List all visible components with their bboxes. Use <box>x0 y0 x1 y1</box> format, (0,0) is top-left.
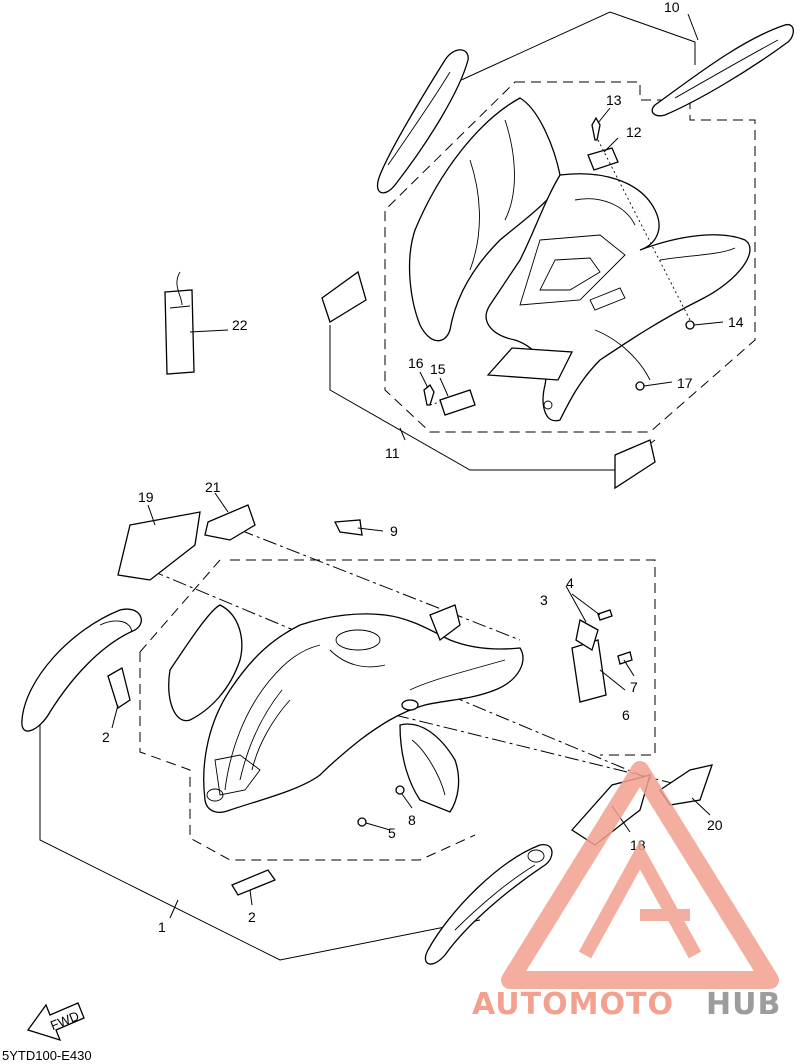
front-lower-inner-panel <box>399 723 460 813</box>
rear-small-decal-right <box>614 439 656 490</box>
callout-14: 14 <box>728 314 744 330</box>
nut-5 <box>357 817 367 827</box>
part-1-reference-line <box>39 720 481 961</box>
decal-2-upper <box>107 667 131 710</box>
callout-16: 16 <box>408 355 424 371</box>
decal-12 <box>587 147 619 171</box>
watermark-logo-triangle <box>501 761 779 989</box>
callout-22: 22 <box>232 317 248 333</box>
nut-8 <box>395 785 405 795</box>
callout-11: 11 <box>385 445 400 461</box>
fwd-arrow: FWD <box>26 1002 85 1042</box>
fwd-label: FWD <box>48 1008 81 1033</box>
diagram-code: 5YTD100-E430 <box>2 1048 92 1063</box>
callout-6: 6 <box>622 707 630 723</box>
front-left-decal-strip <box>21 608 142 732</box>
front-left-side-panel <box>168 604 243 722</box>
front-fender-body <box>203 613 524 813</box>
callout-4: 4 <box>566 575 574 591</box>
caution-tag-22 <box>164 271 195 375</box>
watermark-text-secondary: HUB <box>706 987 781 1022</box>
rear-fender-group <box>321 11 794 490</box>
callout-10: 10 <box>664 0 680 15</box>
rear-right-decal <box>651 23 794 117</box>
callout-7: 7 <box>630 679 638 695</box>
callout-2a: 2 <box>102 729 110 745</box>
decal-2-lower <box>231 869 277 896</box>
callout-13: 13 <box>606 92 622 108</box>
callout-17: 17 <box>677 375 693 391</box>
decal-9 <box>333 519 363 536</box>
screw-16 <box>423 384 435 406</box>
callout-8: 8 <box>408 812 416 828</box>
callout-12: 12 <box>626 124 642 140</box>
rear-small-decal-left <box>321 270 367 323</box>
screw-7 <box>617 651 633 665</box>
nut-17 <box>635 381 645 391</box>
decal-3 <box>575 618 599 652</box>
callout-1: 1 <box>158 919 166 935</box>
decal-21 <box>204 504 256 541</box>
callout-3: 3 <box>540 592 548 608</box>
decal-10-reference-line <box>434 11 696 93</box>
callout-20: 20 <box>707 817 723 833</box>
reference-line-19-21 <box>149 569 641 776</box>
screw-13 <box>591 116 601 141</box>
rear-dashed-boundary <box>384 81 756 433</box>
watermark: AUTOMOTO HUB <box>472 761 781 1022</box>
decal-15 <box>439 389 476 416</box>
nut-14 <box>685 320 695 330</box>
callout-5: 5 <box>388 825 396 841</box>
callout-9: 9 <box>390 523 398 539</box>
rear-fender-mid-decal <box>486 347 574 381</box>
leader-lines <box>111 13 724 919</box>
callout-21: 21 <box>205 479 221 495</box>
decal-19 <box>117 511 201 581</box>
front-dashed-boundary <box>230 559 656 756</box>
callout-19: 19 <box>138 489 154 505</box>
rear-left-decal <box>376 49 469 194</box>
front-fender-group <box>21 504 713 965</box>
callout-2b: 2 <box>248 909 256 925</box>
callout-numbers: 10 13 12 14 17 16 15 11 22 19 21 9 4 3 7… <box>102 0 744 935</box>
watermark-text-primary: AUTOMOTO <box>472 987 674 1022</box>
callout-15: 15 <box>430 361 446 377</box>
screw-4 <box>597 609 613 621</box>
